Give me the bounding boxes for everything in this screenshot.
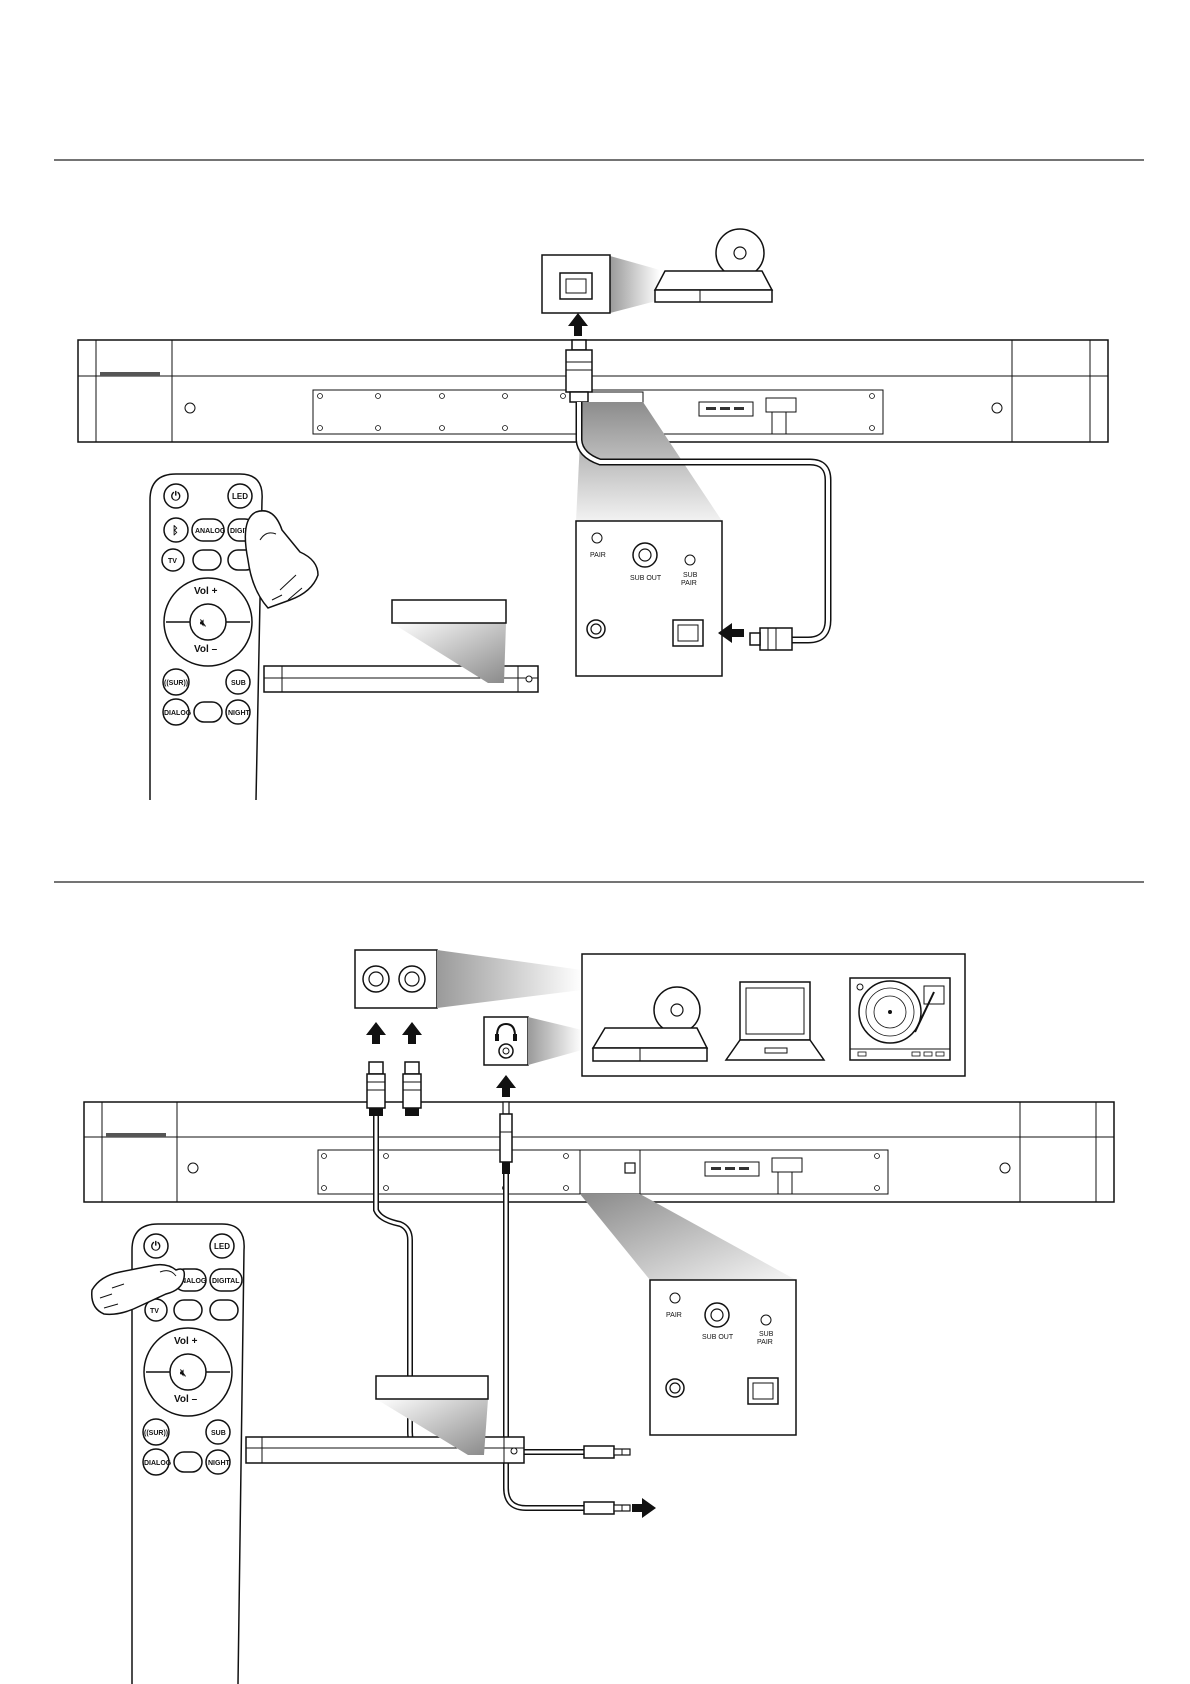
laptop-icon bbox=[726, 982, 824, 1060]
sub-out-label: SUB OUT bbox=[630, 575, 662, 582]
vol-plus-button: Vol + bbox=[194, 586, 218, 597]
led-button: LED bbox=[214, 1242, 230, 1251]
connector-panel bbox=[576, 521, 722, 676]
zoom-cone bbox=[580, 1194, 796, 1280]
turntable-icon bbox=[850, 978, 950, 1060]
analog-button: ANALOG bbox=[195, 528, 226, 535]
sub-pair-label: SUB bbox=[759, 1331, 774, 1338]
night-button: NIGHT bbox=[228, 710, 251, 717]
remote-control bbox=[150, 474, 262, 800]
soundbar bbox=[84, 1102, 1114, 1202]
connector-panel bbox=[650, 1280, 796, 1435]
optical-plug bbox=[566, 340, 592, 402]
rca-plug bbox=[367, 1062, 385, 1116]
display-inset bbox=[392, 600, 506, 623]
sub-out-label: SUB OUT bbox=[702, 1334, 734, 1341]
up-arrow bbox=[568, 313, 588, 336]
sub-pair-label: SUB bbox=[683, 572, 698, 579]
analog-connection-diagram: PAIR SUB OUT SUB PAIR ⏻ LED ANALOG DIGIT… bbox=[0, 820, 1190, 1684]
power-icon: ⏻ bbox=[151, 1239, 161, 1253]
dialog-button: DIALOG bbox=[144, 1460, 172, 1467]
up-arrow bbox=[402, 1022, 422, 1044]
up-arrow bbox=[496, 1075, 516, 1097]
night-button: NIGHT bbox=[208, 1460, 231, 1467]
zoom-cone bbox=[437, 950, 582, 1008]
optical-plug bbox=[750, 628, 792, 650]
surround-button: ((SUR)) bbox=[164, 680, 188, 687]
up-arrow bbox=[366, 1022, 386, 1044]
mute-icon: 🔇︎ bbox=[200, 618, 206, 629]
aux-plug bbox=[584, 1502, 630, 1514]
tv-button: TV bbox=[168, 558, 177, 565]
zoom-cone bbox=[528, 1017, 582, 1065]
optical-connection-diagram: PAIR SUB OUT SUB PAIR ⏻ bbox=[0, 0, 1190, 820]
dialog-button: DIALOG bbox=[164, 710, 192, 717]
pair-label: PAIR bbox=[666, 1312, 682, 1319]
analog-connection-section: PAIR SUB OUT SUB PAIR ⏻ LED ANALOG DIGIT… bbox=[0, 820, 1190, 1684]
display-inset bbox=[376, 1376, 488, 1399]
tv-button: TV bbox=[150, 1308, 159, 1315]
pair-label: PAIR bbox=[590, 552, 606, 559]
vol-minus-button: Vol – bbox=[174, 1394, 198, 1405]
right-arrow bbox=[632, 1498, 656, 1518]
vol-plus-button: Vol + bbox=[174, 1336, 198, 1347]
vol-minus-button: Vol – bbox=[194, 644, 218, 655]
sub-pair-label: PAIR bbox=[681, 580, 697, 587]
cd-player-icon bbox=[655, 229, 772, 302]
bluetooth-icon: ᛒ bbox=[172, 525, 179, 537]
rca-plug bbox=[403, 1062, 421, 1116]
digital-button: DIGITAL bbox=[212, 1278, 240, 1285]
sub-pair-label: PAIR bbox=[757, 1339, 773, 1346]
zoom-cone bbox=[610, 256, 660, 313]
sub-button: SUB bbox=[211, 1430, 226, 1437]
optical-connection-section: PAIR SUB OUT SUB PAIR ⏻ bbox=[0, 0, 1190, 820]
sub-button: SUB bbox=[231, 680, 246, 687]
aux-plug bbox=[584, 1446, 630, 1458]
mute-icon: 🔇︎ bbox=[180, 1368, 186, 1379]
power-icon: ⏻ bbox=[171, 489, 181, 503]
led-button: LED bbox=[232, 492, 248, 501]
surround-button: ((SUR)) bbox=[144, 1430, 168, 1437]
